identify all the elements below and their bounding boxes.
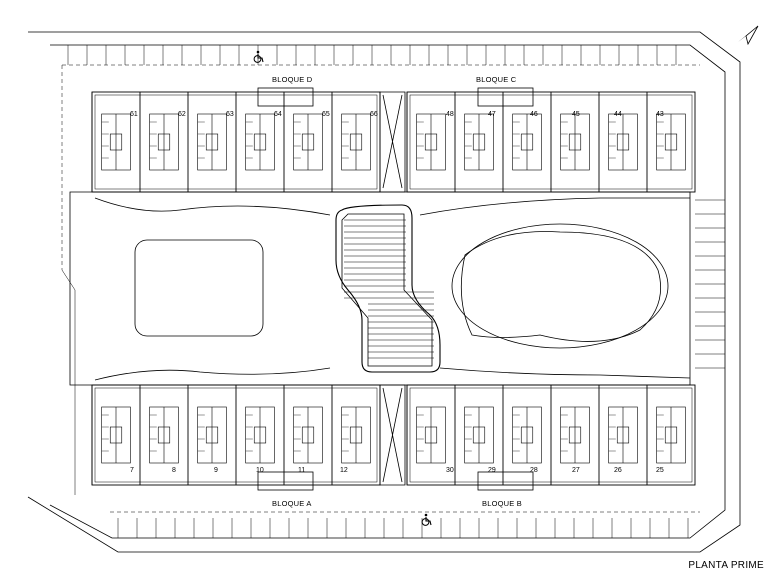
unit-number-44: 44 [614, 111, 622, 118]
parking-row-bottom [110, 511, 700, 538]
unit-number-63: 63 [226, 111, 234, 118]
unit-number-28: 28 [530, 467, 538, 474]
unit-number-7: 7 [130, 467, 134, 474]
north-arrow-icon [738, 25, 759, 46]
courtyard-curve-bottom [94, 367, 691, 381]
unit-number-26: 26 [614, 467, 622, 474]
bloque-c-label: BLOQUE C [476, 75, 517, 84]
unit-number-30: 30 [446, 467, 454, 474]
unit-number-65: 65 [322, 111, 330, 118]
left-lawn [134, 239, 264, 337]
parking-row-top [62, 45, 700, 66]
bloque-c-building [406, 91, 696, 193]
unit-number-43: 43 [656, 111, 664, 118]
core-bloque-c [477, 87, 534, 107]
unit-number-25: 25 [656, 467, 664, 474]
bloque-b-building [406, 384, 696, 486]
unit-number-27: 27 [572, 467, 580, 474]
bloque-d-building [91, 91, 381, 193]
pool-outer [451, 223, 669, 349]
unit-number-64: 64 [274, 111, 282, 118]
core-bloque-a [257, 471, 314, 491]
inner-boundary [49, 44, 726, 539]
unit-number-8: 8 [172, 467, 176, 474]
plan-title: PLANTA PRIME [688, 560, 764, 571]
wheelchair-icon [421, 513, 432, 526]
unit-number-61: 61 [130, 111, 138, 118]
bloque-a-building [91, 384, 381, 486]
unit-number-29: 29 [488, 467, 496, 474]
unit-number-46: 46 [530, 111, 538, 118]
bloque-b-label: BLOQUE B [482, 499, 522, 508]
wheelchair-icon [253, 50, 264, 63]
courtyard-outline [69, 191, 691, 386]
passage-top [379, 91, 406, 193]
unit-number-12: 12 [340, 467, 348, 474]
unit-number-11: 11 [298, 467, 305, 474]
unit-number-10: 10 [256, 467, 264, 474]
unit-number-66: 66 [370, 111, 378, 118]
core-bloque-b [477, 471, 534, 491]
unit-number-45: 45 [572, 111, 580, 118]
parking-row-right [61, 65, 725, 495]
passage-bottom [379, 384, 406, 486]
bloque-a-label: BLOQUE A [272, 499, 312, 508]
unit-number-48: 48 [446, 111, 454, 118]
bloque-d-label: BLOQUE D [272, 75, 313, 84]
core-bloque-d [257, 87, 314, 107]
unit-number-9: 9 [214, 467, 218, 474]
unit-number-62: 62 [178, 111, 186, 118]
unit-number-47: 47 [488, 111, 496, 118]
site-boundary [27, 31, 741, 553]
courtyard-curve-top [94, 197, 690, 216]
pool [460, 231, 661, 342]
pergola [335, 204, 441, 373]
